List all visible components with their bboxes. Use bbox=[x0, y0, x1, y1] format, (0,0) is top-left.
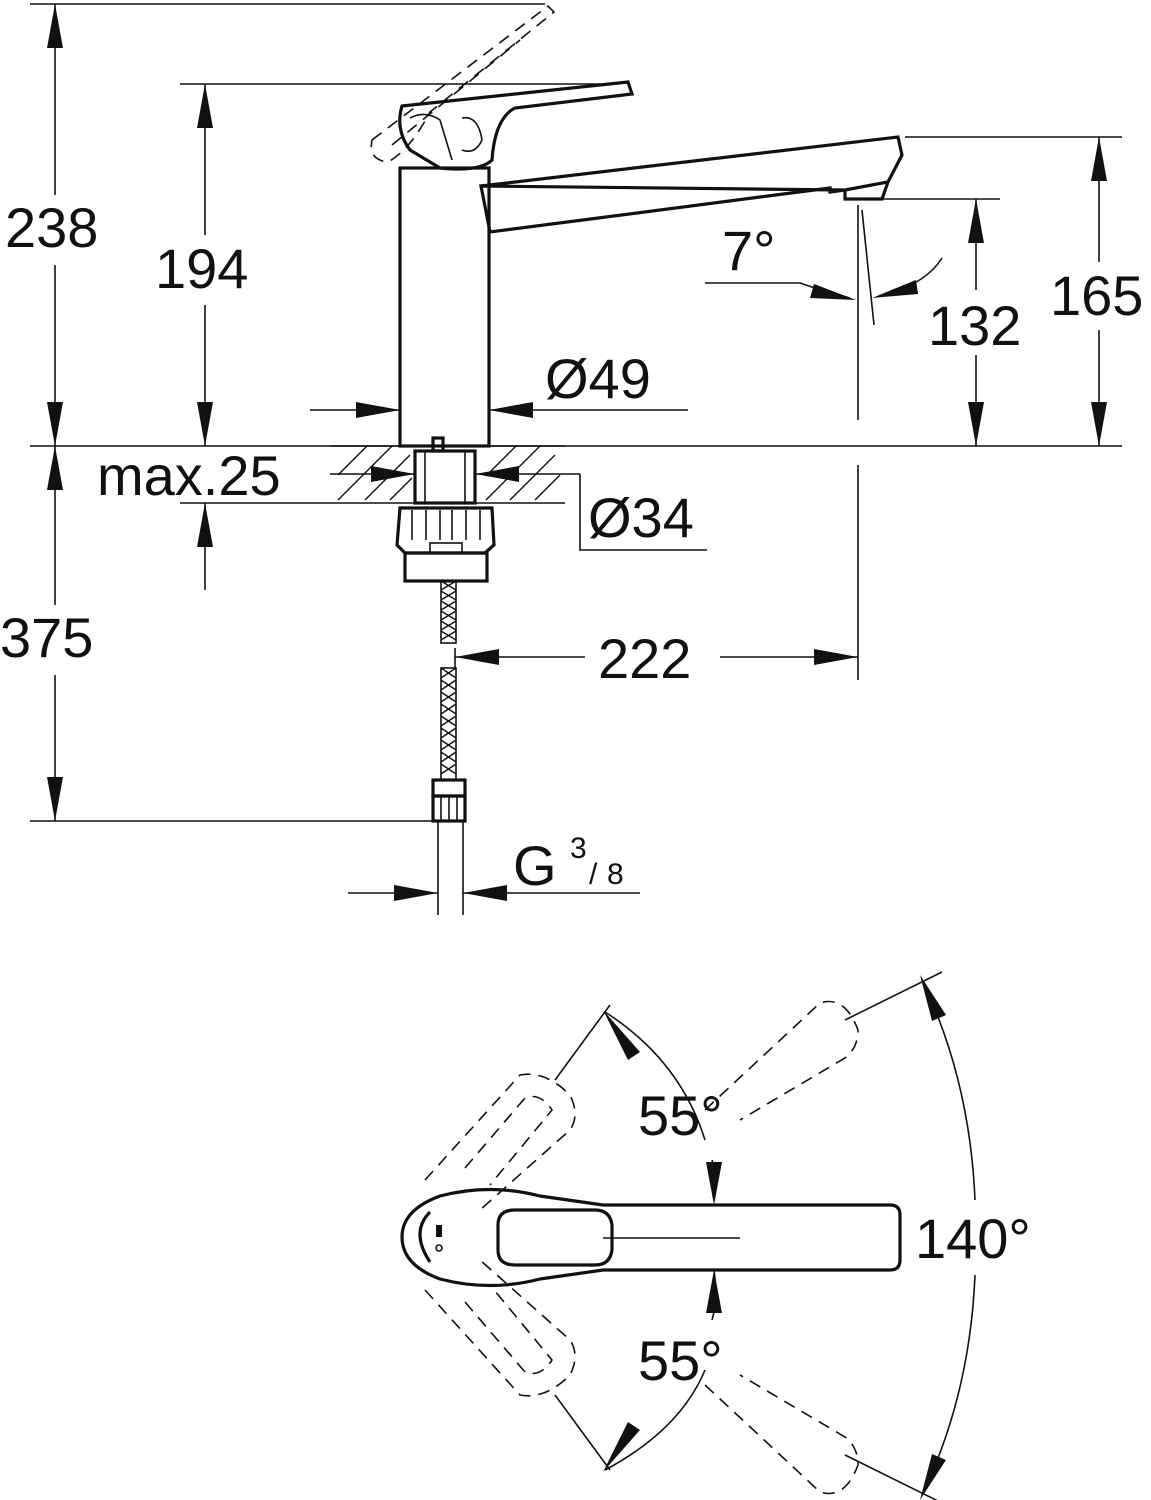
dim-hose-length: 375 bbox=[0, 446, 93, 821]
dim-handle-height: 194 bbox=[155, 84, 248, 446]
dim-spout-angle: 7° bbox=[705, 219, 943, 300]
spout-height-label: 165 bbox=[1050, 264, 1143, 327]
dim-lever-up-angle: 55° bbox=[603, 1010, 723, 1205]
dim-total-height: 238 bbox=[5, 4, 98, 446]
spout bbox=[479, 135, 904, 234]
hose-length-label: 375 bbox=[0, 606, 93, 669]
lever-left-up-dashed bbox=[424, 1073, 576, 1211]
spout-reach-label: 222 bbox=[598, 627, 691, 690]
lever-total-angle-label: 140° bbox=[915, 1207, 1031, 1270]
spout-angle-label: 7° bbox=[722, 219, 776, 282]
extension-lines bbox=[30, 3, 1122, 822]
body-diameter-label: Ø49 bbox=[545, 347, 651, 410]
side-view: 238 194 165 132 bbox=[0, 3, 1143, 915]
faucet-body bbox=[398, 166, 491, 448]
outlet-height-label: 132 bbox=[928, 294, 1021, 357]
supply-hose bbox=[431, 580, 467, 915]
thread-numerator: 3 bbox=[570, 832, 587, 865]
lever-down-angle-label: 55° bbox=[638, 1329, 723, 1392]
dim-thread: G 3 / 8 bbox=[348, 832, 640, 901]
dim-spout-height: 165 bbox=[1050, 137, 1143, 446]
top-view: 55° 55° 140° bbox=[400, 971, 1031, 1500]
lever-right-up-dashed bbox=[704, 1000, 859, 1121]
fixing-assembly bbox=[395, 436, 496, 583]
pin bbox=[431, 436, 445, 453]
hole-diameter-label: Ø34 bbox=[588, 486, 694, 549]
dim-lever-down-angle: 55° bbox=[603, 1269, 723, 1472]
thread-label: G bbox=[513, 834, 557, 897]
thread-denominator: 8 bbox=[607, 858, 624, 891]
dim-spout-reach: 222 bbox=[455, 627, 858, 690]
lever-up-angle-label: 55° bbox=[638, 1084, 723, 1147]
lever-top bbox=[400, 1187, 902, 1288]
lever-raised-dashed bbox=[370, 4, 556, 163]
dim-hole-diameter: Ø34 bbox=[330, 466, 707, 551]
lever-left-down-dashed bbox=[424, 1259, 576, 1397]
lever-right-down-dashed bbox=[704, 1374, 859, 1495]
lever bbox=[398, 80, 635, 171]
handle-height-label: 194 bbox=[155, 237, 248, 300]
dim-outlet-height: 132 bbox=[928, 199, 1021, 446]
dim-max-deck: max.25 bbox=[97, 444, 281, 590]
dim-body-diameter: Ø49 bbox=[310, 347, 688, 418]
thread-slash: / bbox=[589, 858, 598, 891]
max-deck-label: max.25 bbox=[97, 444, 281, 507]
dim-lever-total-angle: 140° bbox=[915, 975, 1031, 1500]
total-height-label: 238 bbox=[5, 196, 98, 259]
